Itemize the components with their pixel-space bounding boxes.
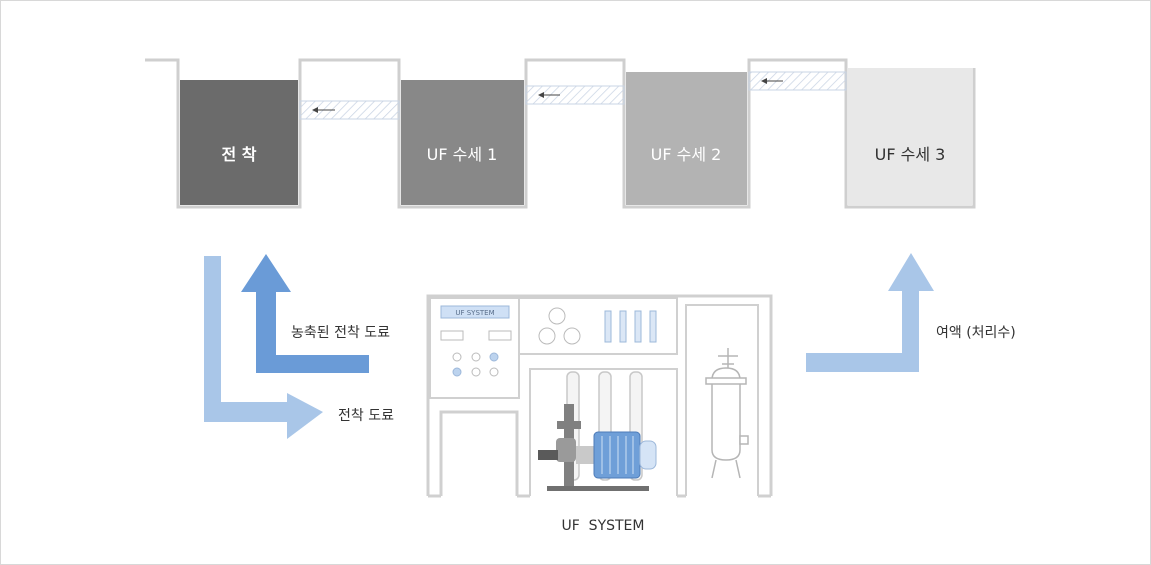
overflow-channel-1: [299, 100, 400, 120]
tank-uf-rinse-1: [401, 80, 524, 205]
uf-system-caption: UF SYSTEM: [561, 518, 644, 534]
pump-assembly: [538, 404, 657, 491]
permeate-arrow: [806, 253, 934, 372]
label-paint: 전착 도료: [338, 408, 394, 424]
tank-label-uf-rinse-2: UF 수세 2: [651, 145, 722, 164]
label-concentrated-paint: 농축된 전착 도료: [291, 325, 390, 341]
paint-feed-arrow: [204, 256, 323, 439]
tank-uf-rinse-2: [626, 72, 747, 205]
tank-label-uf-rinse-1: UF 수세 1: [427, 145, 498, 164]
control-panel: UF SYSTEM: [440, 305, 512, 377]
tank-label-electrodeposition: 전 착: [221, 145, 256, 164]
tank-cascade-outline: [145, 58, 976, 209]
uf-system-panel-label: UF SYSTEM: [455, 309, 494, 317]
tank-uf-rinse-3: [848, 68, 972, 205]
concentrated-paint-arrow: [241, 254, 369, 373]
tank-electrodeposition: [180, 80, 298, 205]
tank-label-uf-rinse-3: UF 수세 3: [875, 145, 946, 164]
label-permeate: 여액 (처리수): [936, 325, 1016, 341]
gauge-panel: [538, 307, 657, 345]
uf-system-machine: [426, 294, 773, 498]
overflow-channel-3: [748, 71, 847, 91]
filter-vessel: [705, 348, 749, 479]
overflow-channel-2: [525, 85, 625, 105]
